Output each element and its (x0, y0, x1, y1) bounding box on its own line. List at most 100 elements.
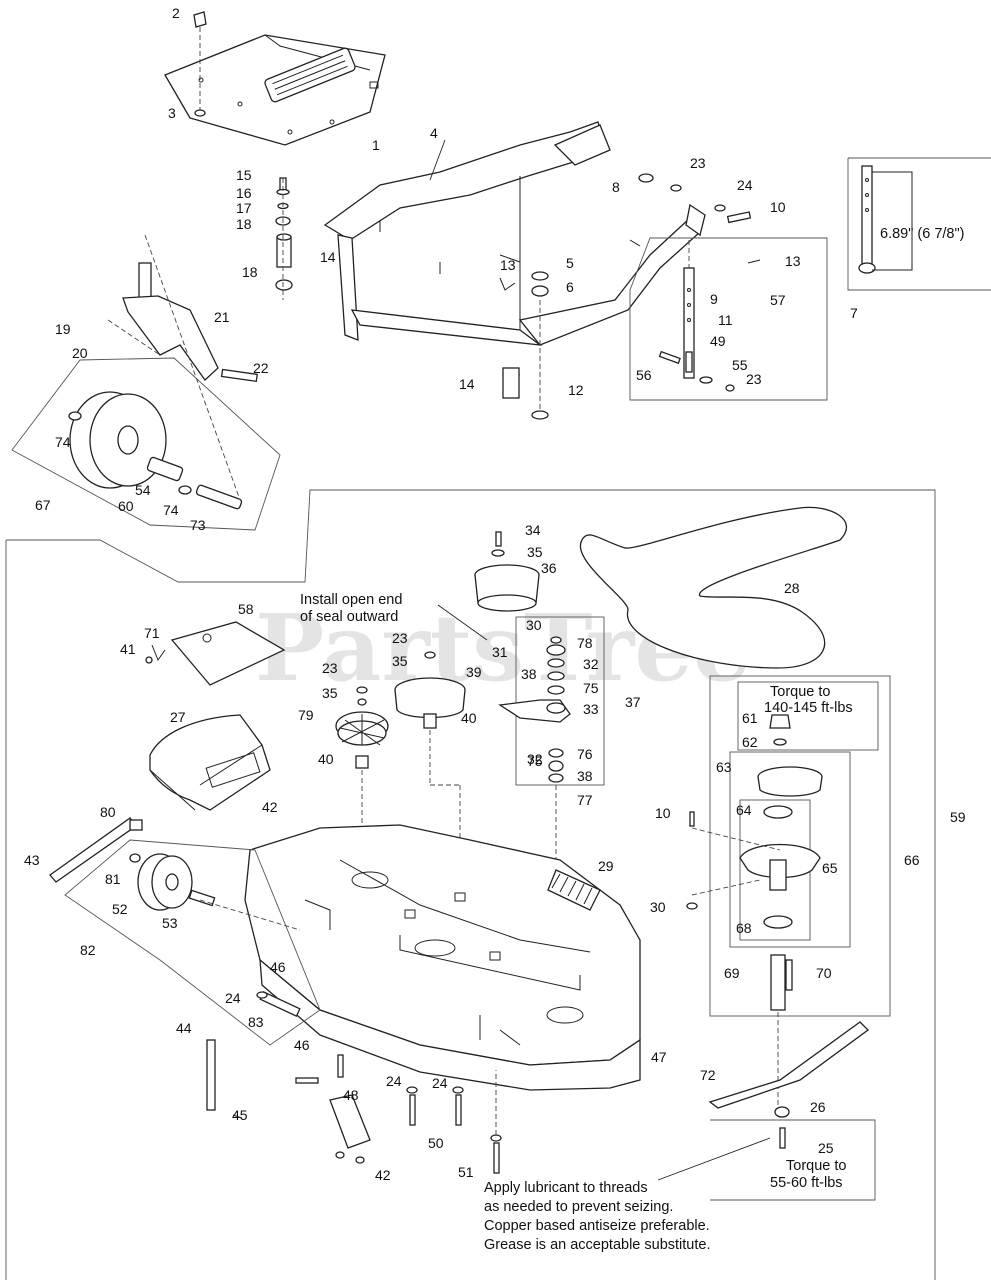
callout-44: 44 (176, 1020, 192, 1036)
callout-75-lower: 75 (527, 753, 543, 769)
lubricant-note-line-2: as needed to prevent seizing. (484, 1199, 673, 1215)
callout-43: 43 (24, 852, 40, 868)
callout-56: 56 (636, 367, 652, 383)
spindle-parts (686, 714, 823, 1011)
callout-54: 54 (135, 482, 151, 498)
callout-9: 9 (710, 291, 718, 307)
callout-79: 79 (298, 707, 314, 723)
callout-17: 17 (236, 200, 252, 216)
spindle-housing-box (729, 751, 851, 948)
callout-23-deck-right: 23 (392, 630, 408, 646)
callout-77: 77 (577, 792, 593, 808)
callout-14-lower: 14 (459, 376, 475, 392)
callout-10-lower: 10 (655, 805, 671, 821)
pivot-hardware (275, 177, 293, 291)
torque-top-line-1: Torque to (770, 684, 830, 700)
callout-35-upper: 35 (527, 544, 543, 560)
top-pulley (474, 531, 540, 612)
callout-74-left: 74 (55, 434, 71, 450)
callout-30-lower: 30 (650, 899, 666, 915)
drive-belt (579, 506, 848, 669)
callout-24-upper: 24 (737, 177, 753, 193)
callout-8: 8 (612, 179, 620, 195)
callout-7: 7 (850, 305, 858, 321)
callout-12: 12 (568, 382, 584, 398)
callout-20: 20 (72, 345, 88, 361)
discharge-chute (149, 714, 271, 811)
callout-69: 69 (724, 965, 740, 981)
deck-shield (170, 621, 286, 686)
callout-24-mid2: 24 (432, 1075, 448, 1091)
lubricant-note-line-3: Copper based antiseize preferable. (484, 1218, 710, 1234)
callout-22: 22 (253, 360, 269, 376)
callout-76: 76 (577, 746, 593, 762)
inset-dimension-box (847, 157, 991, 291)
tracer-logo (264, 47, 356, 103)
caster-fork (122, 262, 219, 381)
callout-32-lower: 32 (527, 751, 543, 767)
callout-50: 50 (428, 1135, 444, 1151)
callout-74-right: 74 (163, 502, 179, 518)
callout-45: 45 (232, 1107, 248, 1123)
anti-scalp-outline (64, 839, 321, 1046)
anti-scalp-wheel (49, 817, 216, 911)
callout-81: 81 (105, 871, 121, 887)
callout-6: 6 (566, 279, 574, 295)
lubricant-note-line-1: Apply lubricant to threads (484, 1180, 648, 1196)
callout-28: 28 (784, 580, 800, 596)
callout-29: 29 (598, 858, 614, 874)
callout-72: 72 (700, 1067, 716, 1083)
caster-bolt (220, 368, 258, 383)
callout-52: 52 (112, 901, 128, 917)
callout-38-lower: 38 (577, 768, 593, 784)
height-adjust-outline (629, 237, 828, 401)
callout-55: 55 (732, 357, 748, 373)
callout-62: 62 (742, 734, 758, 750)
torque-top-line-2: 140-145 ft-lbs (764, 700, 853, 716)
callout-57: 57 (770, 292, 786, 308)
inset-rod (858, 165, 913, 274)
callout-32-upper: 32 (583, 656, 599, 672)
callout-41: 41 (120, 641, 136, 657)
clip (193, 11, 207, 28)
spindle-assembly-box (709, 675, 891, 1017)
callout-3: 3 (168, 105, 176, 121)
callout-2: 2 (172, 5, 180, 21)
idler-pulley (394, 651, 466, 729)
callout-10-upper: 10 (770, 199, 786, 215)
dimension-note: 6.89" (6 7/8") (880, 226, 964, 242)
baffle-bracket (295, 1054, 371, 1164)
callout-59: 59 (950, 809, 966, 825)
callout-27: 27 (170, 709, 186, 725)
idler-arm-stack (498, 636, 571, 783)
callout-23-deck-left: 23 (322, 660, 338, 676)
callout-80: 80 (100, 804, 116, 820)
callout-37: 37 (625, 694, 641, 710)
callout-49: 49 (710, 333, 726, 349)
deck-spring (547, 869, 601, 911)
torque-box-bottom (710, 1119, 876, 1201)
flat-idler-pulley (335, 686, 389, 769)
pin (206, 1039, 216, 1111)
callout-31: 31 (492, 644, 508, 660)
callout-58: 58 (238, 601, 254, 617)
callout-18-lower: 18 (242, 264, 258, 280)
callout-19: 19 (55, 321, 71, 337)
callout-46-bottom: 46 (294, 1037, 310, 1053)
callout-61: 61 (742, 710, 758, 726)
callout-13-right: 13 (785, 253, 801, 269)
callout-48: 48 (343, 1087, 359, 1103)
callout-26: 26 (810, 1099, 826, 1115)
torque-box-top (737, 681, 879, 751)
wheel-assembly-outline (11, 357, 281, 531)
callout-30-upper: 30 (526, 617, 542, 633)
callout-33: 33 (583, 701, 599, 717)
callout-70: 70 (816, 965, 832, 981)
callout-67: 67 (35, 497, 51, 513)
cover-plate (164, 34, 386, 146)
callout-13-left: 13 (500, 257, 516, 273)
callout-51: 51 (458, 1164, 474, 1180)
callout-46-left: 46 (270, 959, 286, 975)
